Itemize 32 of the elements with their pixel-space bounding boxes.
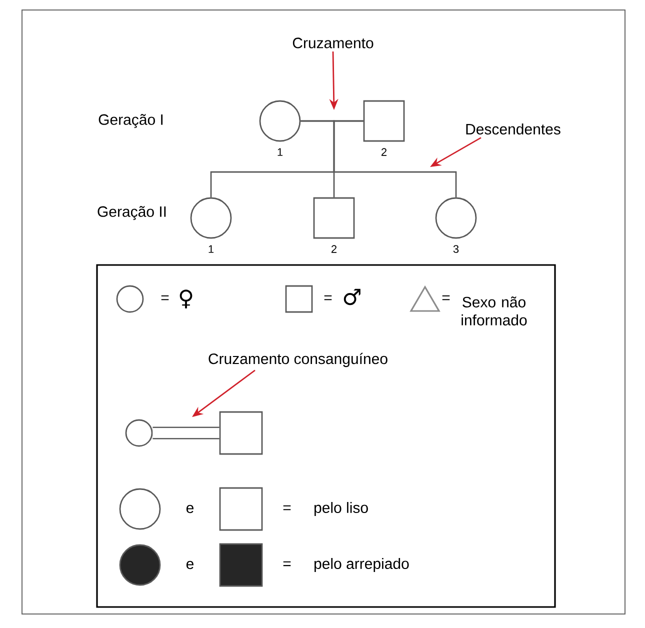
text-label: = (161, 295, 169, 300)
text-label: = (283, 505, 291, 510)
square-symbol (219, 411, 263, 455)
number-label: 2 (332, 245, 337, 253)
text-label: e (186, 504, 194, 514)
legend-text: ♂ (344, 288, 360, 306)
number-label: 1 (278, 148, 283, 156)
square-symbol (363, 100, 405, 142)
descent-line (333, 120, 457, 198)
legend-text: ♀ (180, 290, 192, 308)
circle-symbol (435, 197, 477, 239)
number-label: 2 (382, 148, 387, 156)
mating-line (152, 426, 220, 440)
text-label: Geração I (98, 114, 163, 128)
callout-text: Cruzamento consanguíneo (208, 352, 388, 368)
number-label: 1 (208, 245, 214, 253)
callout-text: Cruzamento (292, 38, 374, 48)
circle-symbol (125, 419, 153, 447)
text-label: e (186, 560, 194, 570)
legend-text: pelo liso (314, 502, 368, 516)
text-label: = (283, 561, 291, 566)
square-symbol (313, 197, 355, 239)
legend-text: Sexo não informado (462, 296, 527, 326)
number-label: 3 (453, 245, 459, 253)
text-label: = (324, 295, 332, 300)
circle-symbol (190, 197, 232, 239)
legend-text: pelo arrepiado (314, 558, 409, 572)
text-label: Geração II (98, 206, 166, 220)
text-label: = (442, 295, 450, 300)
circle-symbol (259, 100, 301, 142)
callout-text: Descendentes (466, 124, 560, 134)
legend-box (96, 264, 556, 608)
